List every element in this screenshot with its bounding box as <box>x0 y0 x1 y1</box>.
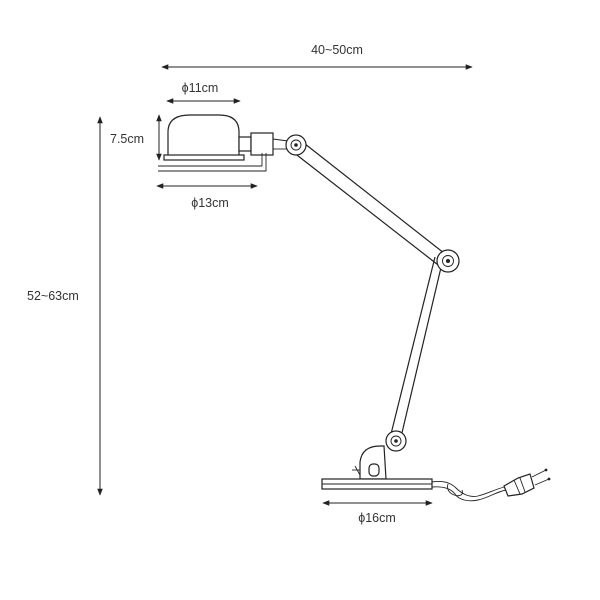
lamp-illustration <box>158 114 551 502</box>
total-height-dimension: 52~63cm <box>27 116 103 496</box>
total-width-label: 40~50cm <box>311 43 363 57</box>
power-cable <box>431 481 507 502</box>
power-plug <box>503 468 551 497</box>
total-height-label: 52~63cm <box>27 289 79 303</box>
shade-height-dimension: 7.5cm <box>110 114 162 161</box>
base-diameter-dimension: ϕ16cm <box>322 500 433 525</box>
shade-top-diameter-dimension: ϕ11cm <box>166 81 241 104</box>
lower-arm <box>390 256 444 438</box>
base-diameter-label: ϕ16cm <box>358 511 396 525</box>
base-bracket <box>352 445 387 480</box>
elbow-hinge <box>436 249 460 273</box>
base-hinge <box>385 430 407 452</box>
shade-hinge <box>285 134 307 156</box>
total-width-dimension: 40~50cm <box>161 43 473 70</box>
lamp-shade <box>158 114 289 172</box>
shade-bottom-diameter-dimension: ϕ13cm <box>156 183 258 210</box>
shade-top-diameter-label: ϕ11cm <box>182 81 219 95</box>
shade-bottom-diameter-label: ϕ13cm <box>191 196 229 210</box>
shade-height-label: 7.5cm <box>110 132 144 146</box>
upper-arm <box>292 139 450 269</box>
lamp-base <box>321 478 433 490</box>
